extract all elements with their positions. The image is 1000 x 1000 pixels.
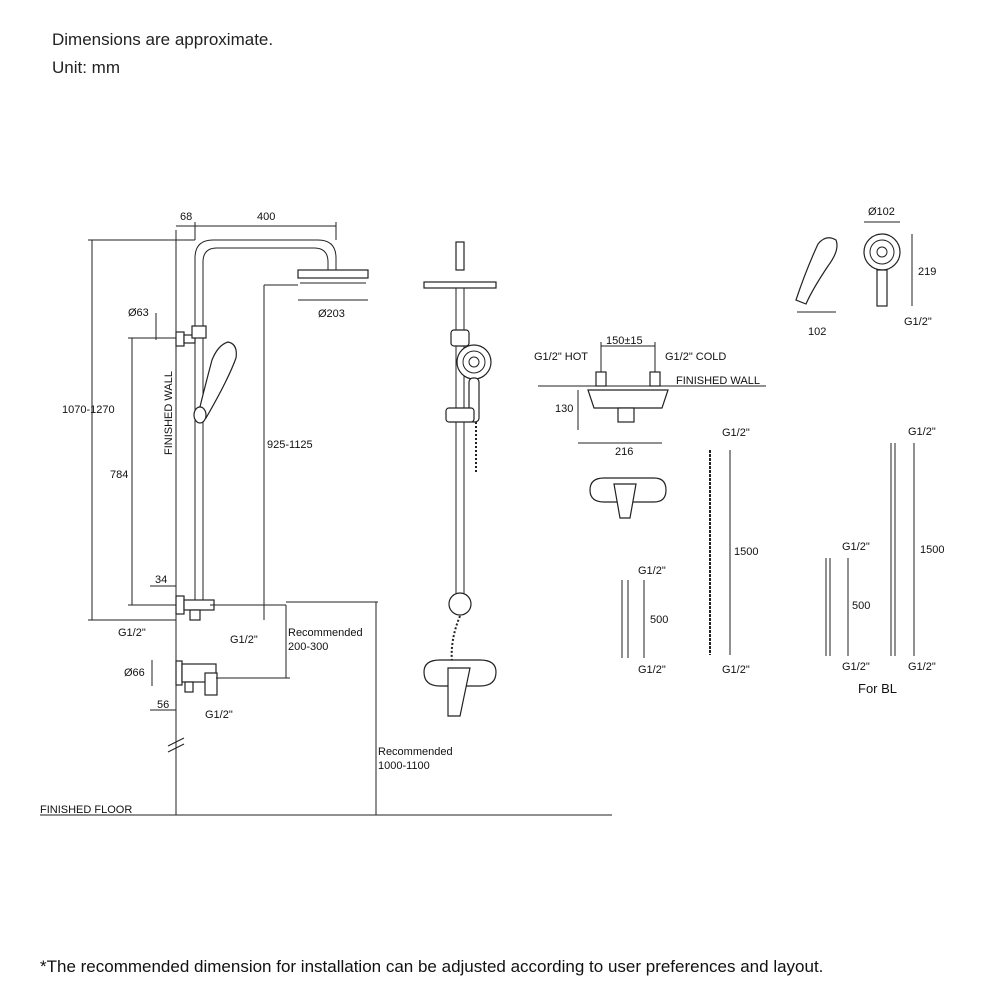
hose-long-drawing <box>709 450 731 655</box>
front-diverter <box>448 592 472 616</box>
mixer-wall-label: FINISHED WALL <box>676 375 760 387</box>
hose-short-g12-bottom: G1/2" <box>638 664 666 676</box>
wall-bracket-flange <box>175 331 185 347</box>
hot-inlet-label: G1/2" HOT <box>534 351 588 363</box>
bl-long-length: 1500 <box>920 544 944 556</box>
riser-pipe-inner <box>202 247 329 610</box>
bl-short-g12-bottom: G1/2" <box>842 661 870 673</box>
hand-shower-height: 219 <box>918 266 936 278</box>
hose-short-g12-top: G1/2" <box>638 565 666 577</box>
hand-shower-front-center <box>876 246 888 258</box>
dim-mixer-flange: Ø66 <box>124 667 145 679</box>
header-unit-note: Unit: mm <box>52 58 120 77</box>
side-view-drawing <box>40 222 612 816</box>
mixer-hot-inlet <box>595 371 607 387</box>
dim-mixer-width: 216 <box>615 446 633 458</box>
recommended-spacing-label: Recommended <box>288 627 363 639</box>
dim-center-distance: 150±15 <box>606 335 643 347</box>
mixer-front-lever <box>613 483 637 519</box>
wall-break-mark <box>167 743 185 753</box>
mixer-outlet <box>184 681 194 693</box>
rain-shower-head <box>297 269 369 279</box>
g12-bottom-label: G1/2" <box>205 709 233 721</box>
dim-bracket-height: 784 <box>110 469 128 481</box>
diverter-body <box>183 599 215 611</box>
mixer-cold-inlet <box>649 371 661 387</box>
riser-pipe-outer <box>194 239 337 610</box>
dim-head-diameter: Ø203 <box>318 308 345 320</box>
hand-shower-g12: G1/2" <box>904 316 932 328</box>
slide-holder <box>191 325 207 339</box>
dim-arm-length: 400 <box>257 211 275 223</box>
mixer-detail-drawing <box>538 342 766 519</box>
mixer-top-spout <box>617 407 635 423</box>
for-bl-hoses-drawing <box>825 443 915 656</box>
front-arm-pipe <box>455 241 465 271</box>
hand-shower-front-head <box>863 233 901 271</box>
recommended-spacing-value: 200-300 <box>288 641 328 653</box>
dim-top-offset: 68 <box>180 211 192 223</box>
hose-long-length: 1500 <box>734 546 758 558</box>
diverter-flange <box>175 595 185 615</box>
bl-long-g12-bottom: G1/2" <box>908 661 936 673</box>
mixer-flange <box>175 660 183 686</box>
mixer-top-body <box>587 389 669 409</box>
wall-bracket-arm <box>183 334 196 344</box>
front-hose-lower <box>450 615 461 663</box>
side-wall-label: FINISHED WALL <box>163 371 175 455</box>
dim-outlet-offset: 34 <box>155 574 167 586</box>
front-hand-shower-head <box>456 344 492 380</box>
cold-inlet-label: G1/2" COLD <box>665 351 726 363</box>
hose-short-length: 500 <box>650 614 668 626</box>
front-hand-shower-ring <box>462 350 486 374</box>
hand-shower-diameter: Ø102 <box>868 206 895 218</box>
front-view-drawing <box>423 241 497 717</box>
dim-head-height: 925-1125 <box>267 439 313 451</box>
hand-shower-front-ring <box>869 239 895 265</box>
g12-left-label: G1/2" <box>118 627 146 639</box>
mixer-lever-side <box>204 672 218 696</box>
hand-shower-detail-drawing <box>795 221 913 313</box>
dim-wall-flange: Ø63 <box>128 307 149 319</box>
hand-shower-depth: 102 <box>808 326 826 338</box>
diverter-outlet <box>189 609 201 621</box>
recommended-height-value: 1000-1100 <box>378 760 430 772</box>
front-bracket <box>450 329 470 347</box>
front-rain-head <box>423 281 497 289</box>
hand-shower-side <box>197 341 237 419</box>
dim-mixer-height: 130 <box>555 403 573 415</box>
dim-mixer-depth: 56 <box>157 699 169 711</box>
bl-long-g12-top: G1/2" <box>908 426 936 438</box>
for-bl-caption: For BL <box>858 681 897 696</box>
front-mixer-lever <box>447 667 471 717</box>
recommended-height-label: Recommended <box>378 746 453 758</box>
hand-shower-front-grip <box>876 269 888 307</box>
g12-right-label: G1/2" <box>230 634 258 646</box>
bl-short-g12-top: G1/2" <box>842 541 870 553</box>
hose-long-g12-bottom: G1/2" <box>722 664 750 676</box>
wall-break-mark <box>167 737 185 747</box>
hand-shower-grip <box>193 406 207 424</box>
installation-footnote: *The recommended dimension for installat… <box>40 957 824 976</box>
finished-floor-label: FINISHED FLOOR <box>40 804 132 816</box>
front-hand-shower-center <box>468 356 480 368</box>
bl-short-length: 500 <box>852 600 870 612</box>
dim-total-height: 1070-1270 <box>62 404 115 416</box>
hose-short-drawing <box>621 580 645 658</box>
header-dimensions-note: Dimensions are approximate. <box>52 30 274 49</box>
hand-shower-side-detail <box>795 237 838 305</box>
hose-long-g12-top: G1/2" <box>722 427 750 439</box>
front-slide-holder <box>445 407 475 423</box>
